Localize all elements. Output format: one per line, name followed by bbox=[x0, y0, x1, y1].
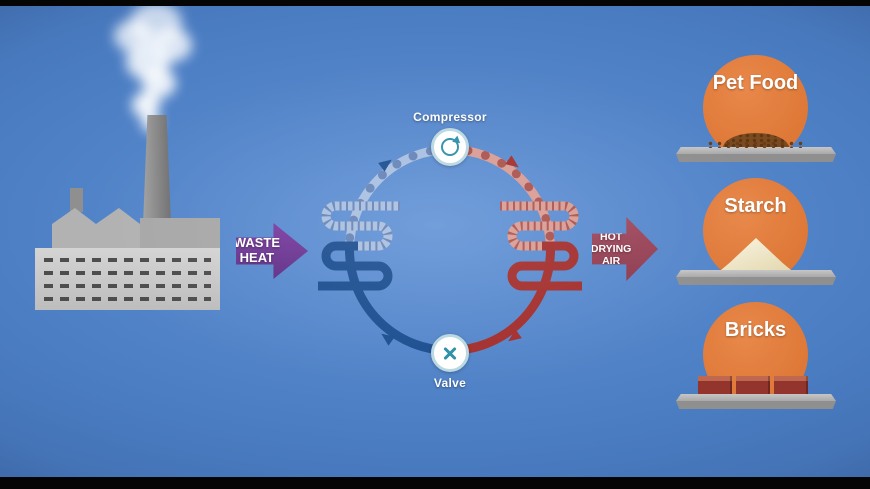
hot-coil bbox=[500, 201, 582, 291]
factory-illustration bbox=[30, 2, 230, 315]
smoke-puff bbox=[130, 2, 182, 44]
compressor bbox=[431, 128, 469, 166]
factory-windows-row bbox=[44, 271, 211, 275]
cold-coil-vapor-speckle bbox=[321, 201, 400, 251]
tray bbox=[676, 147, 836, 154]
letterbox-bottom bbox=[0, 477, 870, 489]
tray-edge bbox=[676, 154, 836, 162]
hot-coil-liquid bbox=[507, 241, 582, 291]
brick bbox=[698, 376, 732, 394]
cross-icon bbox=[442, 345, 458, 361]
brick bbox=[736, 376, 770, 394]
product-label: Pet Food bbox=[712, 72, 799, 94]
tray-edge bbox=[676, 277, 836, 285]
cold-coil bbox=[318, 201, 400, 291]
factory-windows-row bbox=[44, 284, 211, 288]
factory-windows-row bbox=[44, 297, 211, 301]
waste-heat-arrow: WASTE HEAT bbox=[236, 223, 308, 279]
brick bbox=[774, 376, 808, 394]
valve-label: Valve bbox=[433, 376, 467, 390]
factory-vent bbox=[70, 188, 83, 212]
product-card-bricks: Bricks bbox=[668, 302, 843, 420]
product-label: Bricks bbox=[724, 319, 787, 341]
product-card-starch: Starch bbox=[668, 178, 843, 296]
tray-edge bbox=[676, 401, 836, 409]
rotation-arrow-icon bbox=[441, 138, 459, 156]
tray bbox=[676, 270, 836, 277]
factory-annex bbox=[140, 218, 220, 252]
smoke-plume bbox=[30, 0, 230, 180]
hot-coil-vapor-speckle bbox=[500, 201, 579, 251]
hot-drying-air-label: HOT DRYING AIR bbox=[590, 230, 632, 268]
letterbox-top bbox=[0, 0, 870, 6]
product-label: Starch bbox=[724, 195, 787, 217]
kibble-scatter bbox=[706, 141, 806, 148]
heat-pump-cycle: Compressor Valve bbox=[318, 110, 582, 390]
compressor-label: Compressor bbox=[413, 110, 487, 124]
product-card-pet-food: Pet Food bbox=[668, 55, 843, 173]
valve bbox=[431, 334, 469, 372]
bricks-pile bbox=[698, 376, 818, 394]
waste-heat-label: WASTE HEAT bbox=[233, 235, 280, 265]
hot-drying-air-arrow: HOT DRYING AIR bbox=[592, 217, 658, 281]
cold-coil-liquid bbox=[318, 241, 393, 291]
factory-building bbox=[35, 248, 220, 310]
factory-sawtooth-roof bbox=[52, 208, 140, 250]
factory-windows-row bbox=[44, 258, 211, 262]
tray bbox=[676, 394, 836, 401]
